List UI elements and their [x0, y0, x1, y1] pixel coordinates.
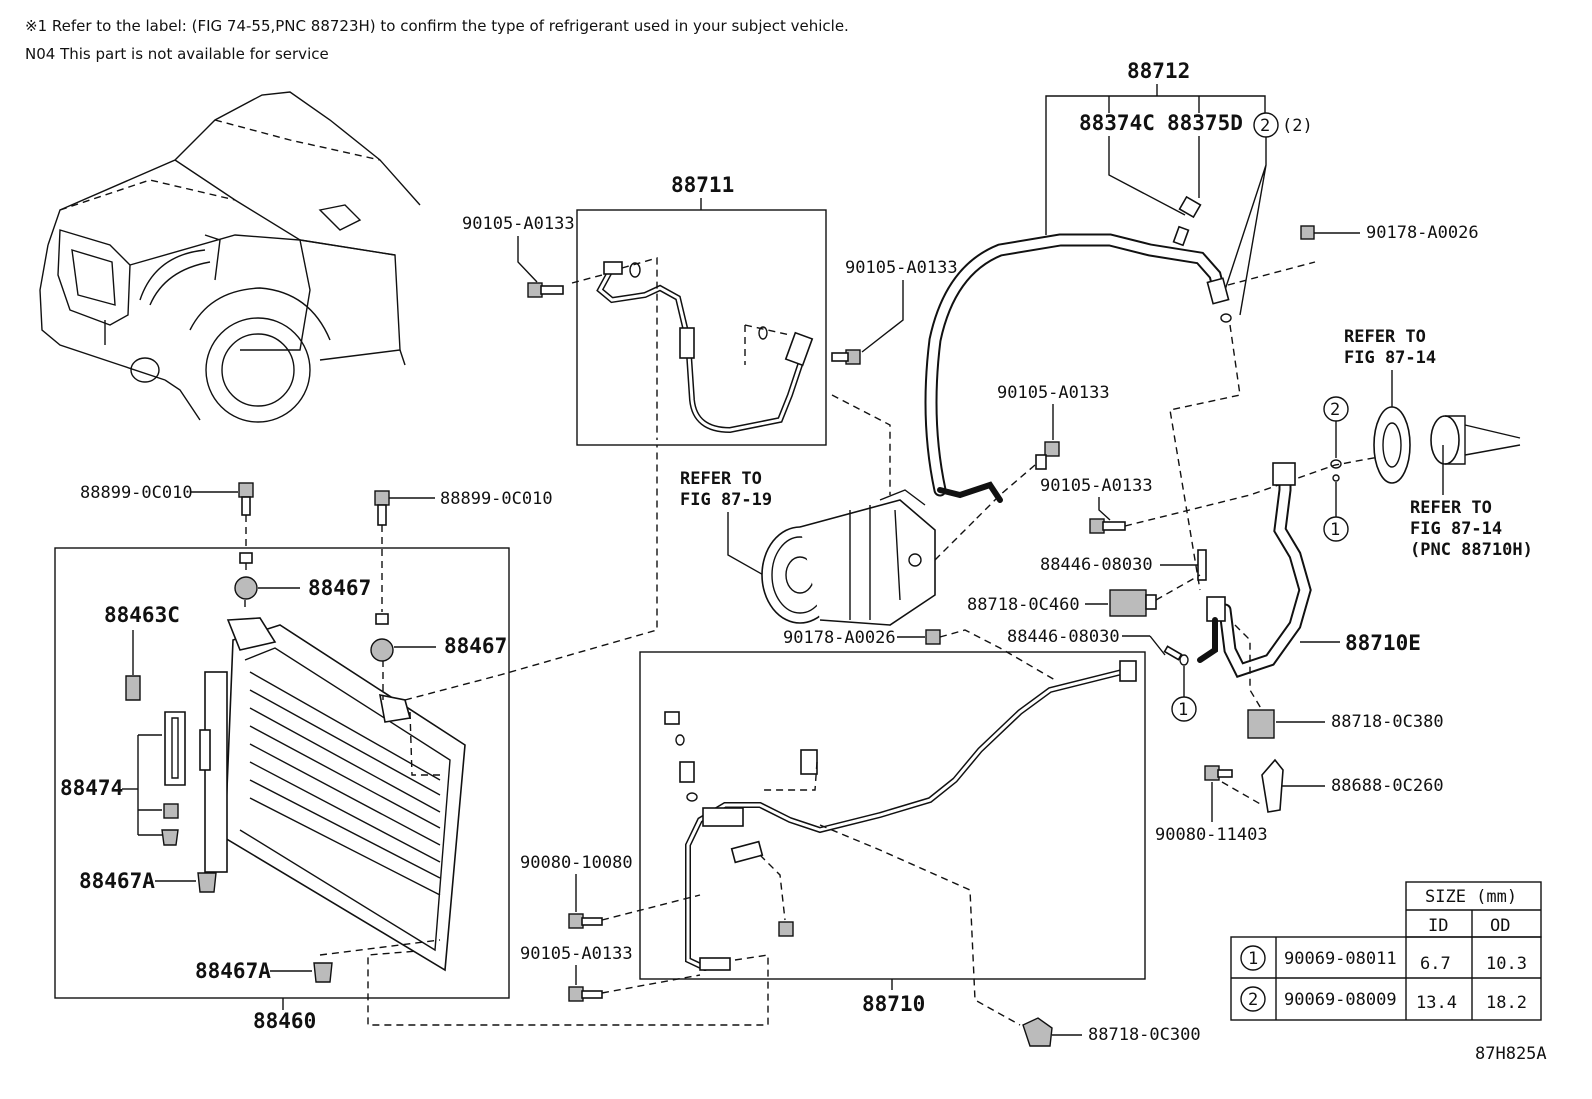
label-88374C: 88374C [1079, 111, 1155, 135]
part-88474: 88474 [60, 711, 186, 846]
label-88446-b: 88446-08030 [1007, 627, 1120, 647]
callout-1-mid: 1 [1330, 520, 1340, 540]
label-90105-c: 90105-A0133 [997, 383, 1110, 403]
size-row1-key: 1 [1248, 949, 1258, 969]
label-88446-a: 88446-08030 [1040, 555, 1153, 575]
size-row1-od: 10.3 [1486, 954, 1527, 974]
size-table-col-od: OD [1490, 916, 1510, 936]
ref-fig8719-l1: REFER TO [680, 469, 762, 489]
group-88710: 88710 [639, 651, 1146, 1026]
size-table-header: SIZE (mm) [1425, 887, 1517, 907]
bolt-90105-compressor: 90105-A0133 [1040, 454, 1391, 534]
switch-88718-0C460: 88718-0C460 [967, 574, 1201, 617]
ref-fig8714bot-l3: (PNC 88710H) [1410, 540, 1533, 560]
compressor: REFER TO FIG 87-19 [680, 394, 976, 626]
vehicle-illustration [39, 91, 421, 423]
size-row2-key: 2 [1248, 990, 1258, 1010]
refrigerant-label-note: ※1 Refer to the label: (FIG 74-55,PNC 88… [25, 17, 849, 35]
nut-90178-lower: 90178-A0026 [783, 628, 1056, 681]
valve-88446-upper: 88446-08030 [1040, 549, 1207, 581]
label-88712: 88712 [1127, 59, 1190, 83]
group-88711: 88711 [571, 173, 827, 446]
label-88375D: 88375D [1167, 111, 1243, 135]
bolt-90105-left: 90105-A0133 [462, 214, 575, 298]
grommet-88467A-upper: 88467A [79, 869, 217, 893]
label-90080-11403: 90080-11403 [1155, 825, 1268, 845]
label-90105-b: 90105-A0133 [845, 258, 958, 278]
label-88899-a: 88899-0C010 [80, 483, 193, 503]
grommet-88467-lower: 88467 [370, 634, 507, 662]
label-88467A-a: 88467A [79, 869, 155, 893]
size-table-col-id: ID [1428, 916, 1448, 936]
label-88467-a: 88467 [308, 576, 371, 600]
clamp-88718-0C300: 88718-0C300 [1022, 1017, 1201, 1047]
bolt-88899-right: 88899-0C010 [374, 489, 553, 625]
label-90178-b: 90178-A0026 [783, 628, 896, 648]
label-90105-e: 90105-A0133 [520, 944, 633, 964]
label-88460: 88460 [253, 1009, 316, 1033]
label-88711: 88711 [671, 173, 734, 197]
callout-1-low: 1 [1178, 700, 1188, 720]
ref-fig8714top-l2: FIG 87-14 [1344, 348, 1436, 368]
label-2-ref: (2) [1282, 116, 1313, 136]
label-90105-a: 90105-A0133 [462, 214, 575, 234]
nut-90178-top: 90178-A0026 [1300, 223, 1479, 243]
bolt-88899-left: 88899-0C010 [80, 482, 254, 575]
ref-fig8714bot-l1: REFER TO [1410, 498, 1492, 518]
label-88718-0C300: 88718-0C300 [1088, 1025, 1201, 1045]
ref-fig8719-l2: FIG 87-19 [680, 490, 772, 510]
group-88712: 88712 88374C 88375D 2 (2) [924, 59, 1316, 591]
label-88463C: 88463C [104, 603, 180, 627]
group-88460: 88460 [54, 445, 658, 1033]
bracket-88688-0C260: 88688-0C260 [1221, 758, 1444, 813]
grommet-88467A-lower: 88467A [195, 959, 333, 983]
bolt-90105-bottom: 90105-A0133 [367, 944, 769, 1026]
callout-2-mid: 2 [1330, 400, 1340, 420]
label-88899-b: 88899-0C010 [440, 489, 553, 509]
size-table: SIZE (mm) ID OD 1 90069-08011 6.7 10.3 2… [1230, 881, 1542, 1021]
bolt-90080-11403: 90080-11403 [1155, 765, 1268, 845]
bolt-90080-10080: 90080-10080 [520, 853, 701, 929]
ref-fig8714top-l1: REFER TO [1344, 327, 1426, 347]
label-90105-d: 90105-A0133 [1040, 476, 1153, 496]
label-88467-b: 88467 [444, 634, 507, 658]
label-88718-0C380: 88718-0C380 [1331, 712, 1444, 732]
label-90178-a: 90178-A0026 [1366, 223, 1479, 243]
size-row2-id: 13.4 [1416, 993, 1457, 1013]
grommet-88467-upper: 88467 [234, 576, 371, 600]
label-88467A-b: 88467A [195, 959, 271, 983]
label-88710E: 88710E [1345, 631, 1421, 655]
part-88463C: 88463C [104, 603, 180, 701]
size-row1-part: 90069-08011 [1284, 949, 1397, 969]
hose-88710E: 88710E [1197, 462, 1421, 711]
valve-88446-lower: 88446-08030 1 [1007, 627, 1197, 722]
label-88710: 88710 [862, 992, 925, 1016]
size-row2-part: 90069-08009 [1284, 990, 1397, 1010]
bolt-90105-right: 90105-A0133 [831, 258, 958, 365]
callout-2-top: 2 [1260, 116, 1270, 136]
label-88474: 88474 [60, 776, 123, 800]
diagram-code: 87H825A [1475, 1044, 1547, 1064]
label-88688-0C260: 88688-0C260 [1331, 776, 1444, 796]
refer-fig-87-14: REFER TO FIG 87-14 REFER TO FIG 87-14 (P… [1323, 327, 1533, 560]
not-serviceable-note: N04 This part is not available for servi… [25, 45, 329, 63]
bolt-90105-hose: 90105-A0133 [974, 383, 1110, 521]
size-row1-id: 6.7 [1420, 954, 1451, 974]
ref-fig8714bot-l2: FIG 87-14 [1410, 519, 1502, 539]
clamp-88718-0C380: 88718-0C380 [1247, 709, 1444, 739]
label-88718-0C460: 88718-0C460 [967, 595, 1080, 615]
size-row2-od: 18.2 [1486, 993, 1527, 1013]
label-90080-10080: 90080-10080 [520, 853, 633, 873]
